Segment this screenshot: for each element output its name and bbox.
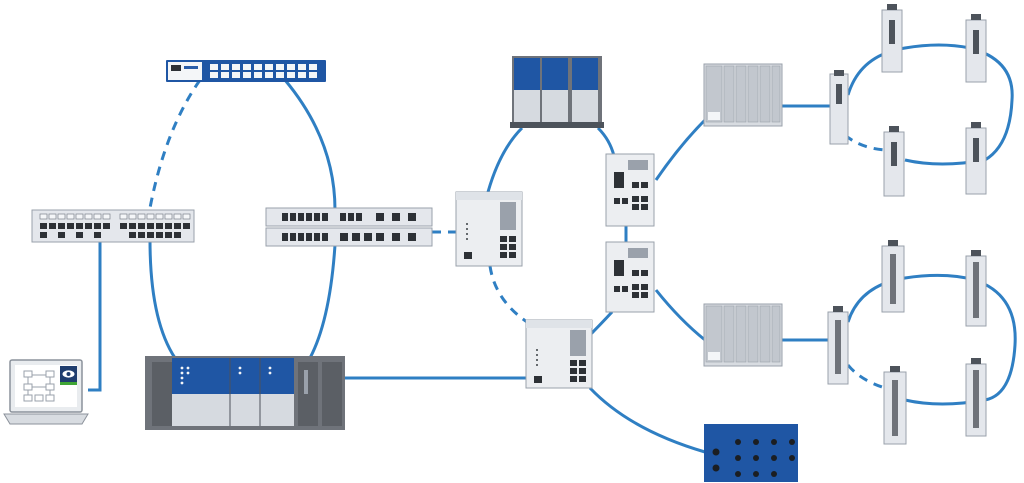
eye-icon — [60, 366, 77, 385]
link-din-switch-upper-to-lower — [488, 265, 528, 324]
modular-controller-unit[interactable] — [510, 56, 604, 128]
plc-rack-top[interactable] — [703, 63, 783, 127]
plc-rack-bottom[interactable] — [703, 303, 783, 367]
link-small-switch-2-to-plc-bottom — [654, 289, 706, 342]
laptop-icon[interactable] — [3, 359, 89, 425]
slim-io-module-tr-3[interactable] — [965, 14, 987, 83]
link-modular-unit-to-small-switch-1 — [596, 126, 616, 157]
slim-io-module-br-3[interactable] — [965, 250, 987, 327]
small-switch-2[interactable] — [605, 241, 655, 313]
small-switch-1[interactable] — [605, 153, 655, 227]
link-din-lower-to-io-box — [588, 386, 706, 454]
slim-io-module-br-1[interactable] — [827, 306, 849, 385]
din-rail-switch-upper[interactable] — [455, 191, 523, 267]
slim-io-module-br-4[interactable] — [883, 366, 907, 445]
link-din-upper-to-modular-unit — [486, 126, 524, 193]
io-ring-bottom-right-solid — [846, 273, 1017, 402]
network-diagram-icon — [23, 370, 55, 402]
stacked-switch[interactable] — [265, 207, 433, 247]
io-ring-bottom-right-dashed — [846, 364, 886, 390]
din-rail-switch-lower[interactable] — [525, 319, 593, 389]
slim-io-module-tr-4[interactable] — [883, 126, 905, 197]
slim-io-module-tr-5[interactable] — [965, 122, 987, 195]
link-rack-switch-to-laptop — [88, 240, 102, 392]
link-stacked-switch-to-chassis — [308, 244, 337, 359]
link-top-switch-to-rack-switch — [148, 79, 202, 209]
slim-io-module-tr-2[interactable] — [881, 4, 903, 73]
io-ring-top-right-dashed — [844, 133, 886, 152]
io-ring-top-right-solid — [846, 43, 1014, 162]
link-rack-switch-to-chassis — [148, 239, 177, 359]
connections — [88, 43, 1017, 454]
link-top-switch-to-stacked-switch — [283, 79, 337, 211]
slim-io-module-br-5[interactable] — [965, 358, 987, 437]
left-rack-switch[interactable] — [31, 209, 195, 243]
link-small-switch-1-to-plc-top — [654, 118, 707, 181]
slim-io-module-br-2[interactable] — [881, 240, 905, 313]
top-rack-switch[interactable] — [166, 60, 326, 82]
blue-io-module[interactable] — [704, 424, 798, 482]
slim-io-module-tr-1[interactable] — [829, 70, 849, 145]
modular-chassis[interactable] — [145, 356, 345, 430]
